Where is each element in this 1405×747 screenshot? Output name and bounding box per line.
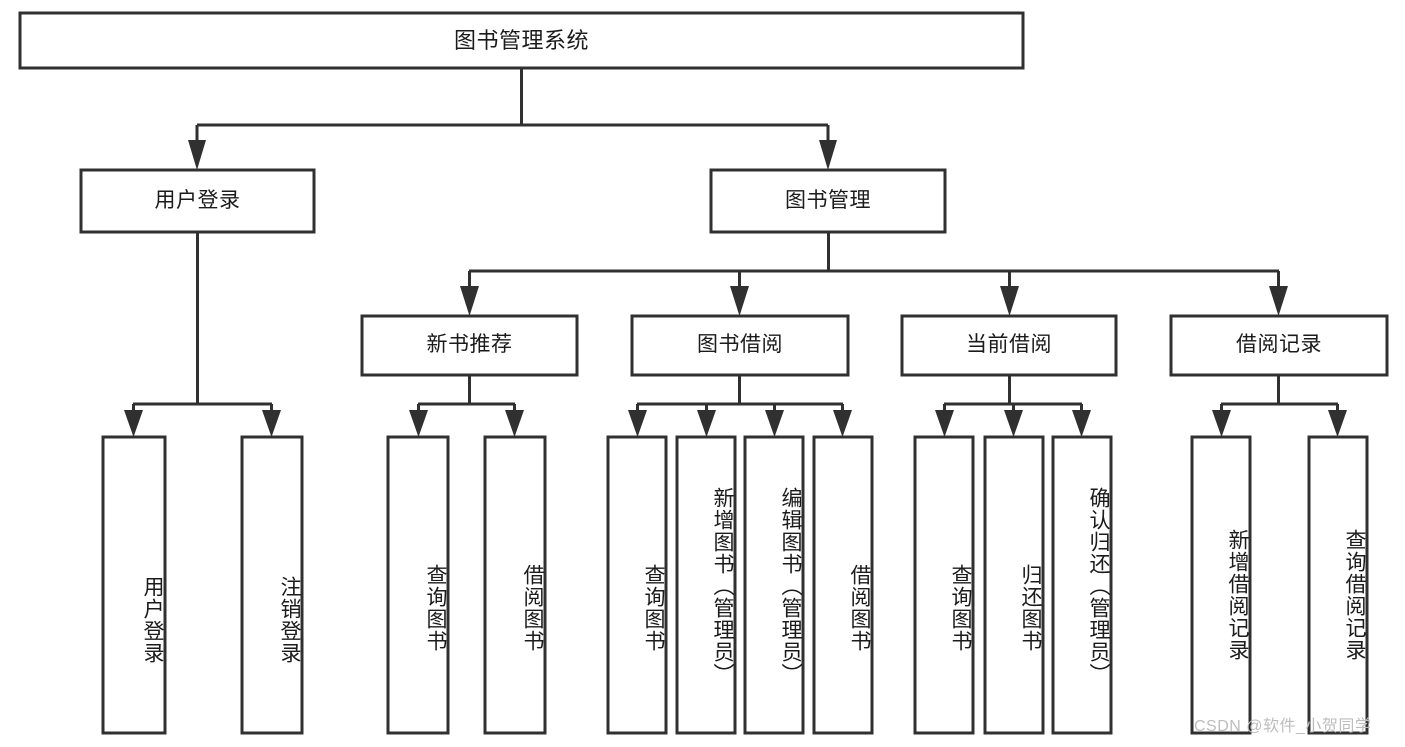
node-book-manage[interactable] [709, 168, 947, 234]
arrowhead-leaf-add-record [1212, 410, 1231, 437]
node-leaf-return-book[interactable] [983, 435, 1045, 735]
node-borrow-record[interactable] [1169, 314, 1389, 377]
node-current-borrow[interactable] [900, 314, 1118, 377]
node-leaf-add-record[interactable] [1190, 435, 1252, 735]
arrowhead-leaf-query-book-2 [628, 410, 647, 437]
node-root[interactable] [18, 11, 1025, 70]
arrowhead-leaf-add-book [697, 410, 716, 437]
arrowhead-book-borrow [730, 286, 749, 316]
node-leaf-confirm-return[interactable] [1051, 435, 1113, 735]
node-leaf-query-book-3[interactable] [913, 435, 975, 735]
node-leaf-user-login[interactable] [101, 435, 167, 735]
arrowhead-user-login [188, 140, 206, 170]
connector-group-current-borrow [935, 375, 1091, 437]
arrowhead-leaf-borrow-book-1 [505, 410, 524, 437]
connector-group-book-manage [460, 232, 1288, 316]
node-leaf-add-book[interactable] [675, 435, 737, 735]
arrowhead-leaf-query-book-1 [409, 410, 428, 437]
arrowhead-new-book-recommend [460, 286, 479, 316]
node-leaf-query-book-1[interactable] [386, 435, 450, 735]
arrowhead-borrow-record [1269, 286, 1288, 316]
arrowhead-leaf-user-logout [262, 410, 281, 437]
arrowhead-leaf-query-book-3 [935, 410, 954, 437]
arrowhead-leaf-query-record [1328, 410, 1347, 437]
node-leaf-query-book-2[interactable] [606, 435, 668, 735]
node-user-login[interactable] [79, 168, 316, 234]
connector-group-root [188, 68, 837, 170]
arrowhead-leaf-edit-book [765, 410, 784, 437]
node-new-book-recommend[interactable] [360, 314, 579, 377]
arrowhead-book-manage [819, 140, 837, 170]
connector-group-book-borrow [628, 375, 852, 437]
arrowhead-leaf-borrow-book-2 [833, 410, 852, 437]
node-leaf-query-record[interactable] [1307, 435, 1369, 735]
arrowhead-leaf-return-book [1004, 410, 1023, 437]
arrowhead-leaf-confirm-return [1072, 410, 1091, 437]
node-book-borrow[interactable] [630, 314, 850, 377]
connector-group-new-book-recommend [409, 375, 524, 437]
node-leaf-borrow-book-1[interactable] [483, 435, 547, 735]
arrowhead-leaf-user-login [124, 410, 143, 437]
arrowhead-current-borrow [1000, 286, 1019, 316]
node-leaf-edit-book[interactable] [743, 435, 805, 735]
node-leaf-borrow-book-2[interactable] [812, 435, 874, 735]
connector-group-borrow-record [1212, 375, 1347, 437]
node-leaf-user-logout[interactable] [240, 435, 304, 735]
connector-group-user-login [124, 232, 281, 437]
